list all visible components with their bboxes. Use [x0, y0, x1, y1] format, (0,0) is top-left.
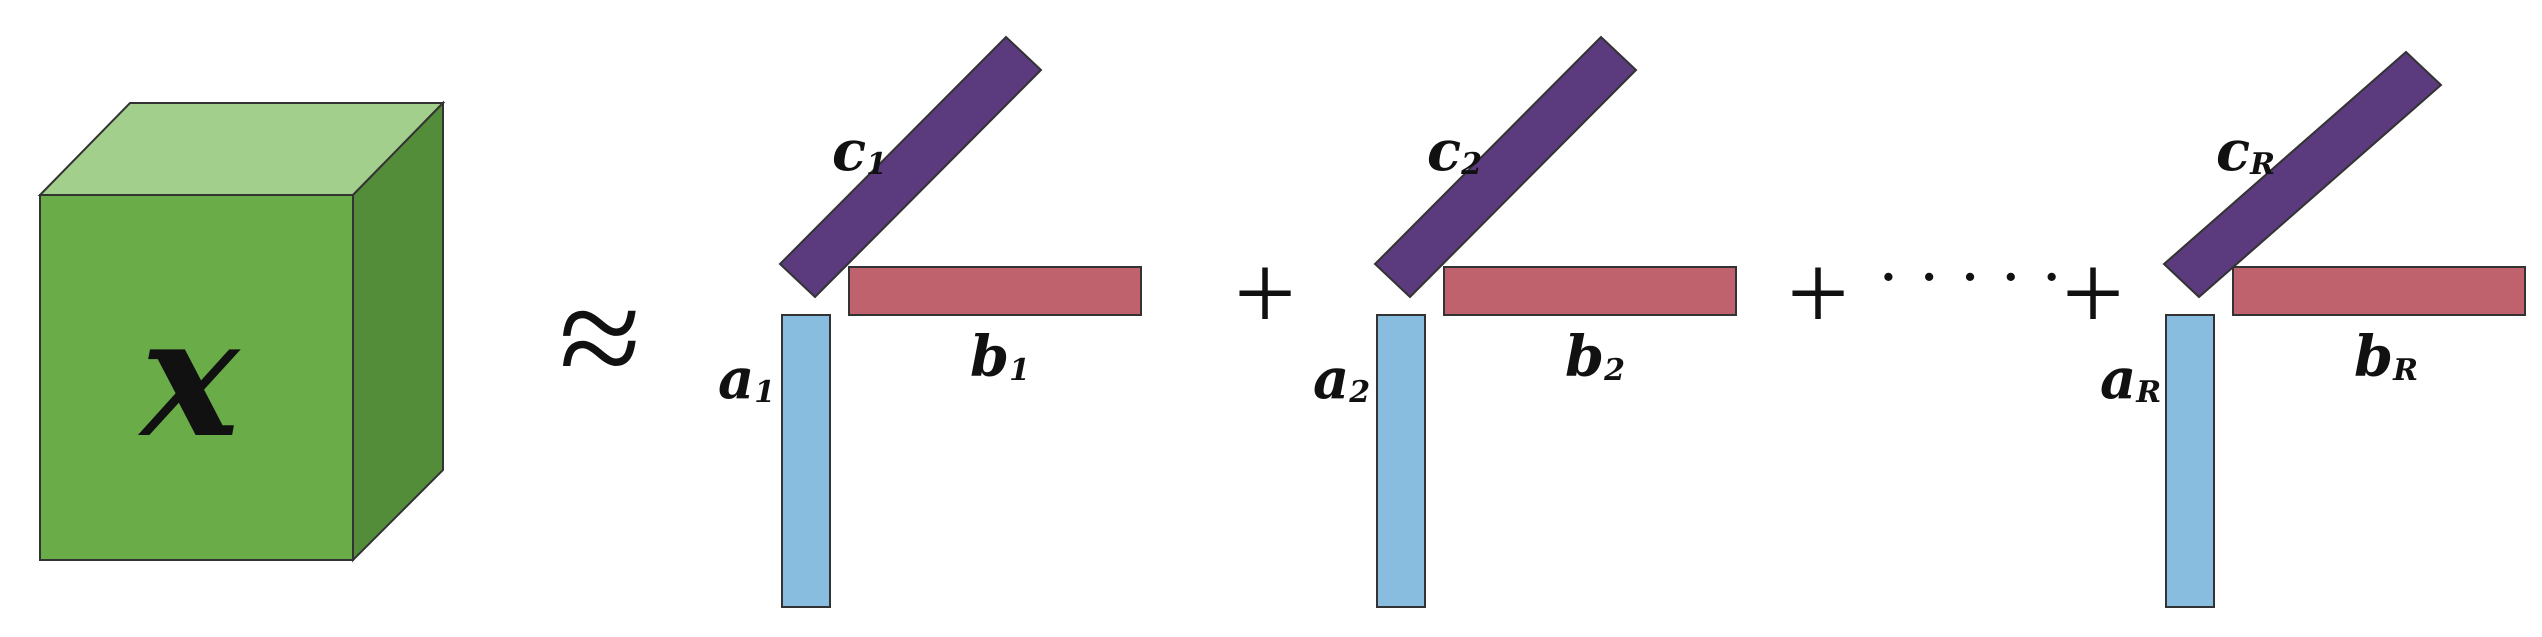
label-b1: b1: [970, 324, 1030, 390]
label-bR: bR: [2354, 324, 2418, 390]
vector-c-bar: [1373, 35, 1638, 299]
label-a1: a1: [718, 346, 775, 412]
approx-symbol: ≈: [559, 255, 641, 421]
label-c2: c2: [1427, 118, 1482, 184]
tensor-cube: x: [37, 100, 446, 563]
vector-a-bar: [1376, 314, 1426, 608]
plus-symbol-3: +: [2062, 232, 2124, 354]
label-a2: a2: [1313, 346, 1370, 412]
tensor-label: x: [138, 280, 241, 474]
plus-symbol-1: +: [1234, 232, 1296, 354]
plus-symbol-2: +: [1787, 232, 1849, 354]
label-c1: c1: [832, 118, 887, 184]
vector-c-bar: [2162, 50, 2443, 299]
label-cR: cR: [2216, 118, 2275, 184]
vector-b-bar: [2232, 266, 2526, 316]
label-b2: b2: [1565, 324, 1625, 390]
vector-a-bar: [781, 314, 831, 608]
vector-b-bar: [1443, 266, 1737, 316]
vector-c-bar: [778, 35, 1043, 299]
label-aR: aR: [2100, 346, 2161, 412]
rank-one-term-2: a2 b2 c2: [1313, 35, 1737, 608]
ellipsis-dots: · · · · ·: [1877, 239, 2064, 316]
rank-one-term-1: a1 b1 c1: [718, 35, 1142, 608]
rank-one-term-R: aR bR cR: [2100, 50, 2526, 608]
vector-a-bar: [2165, 314, 2215, 608]
cube-front-face: [39, 194, 354, 561]
vector-b-bar: [848, 266, 1142, 316]
